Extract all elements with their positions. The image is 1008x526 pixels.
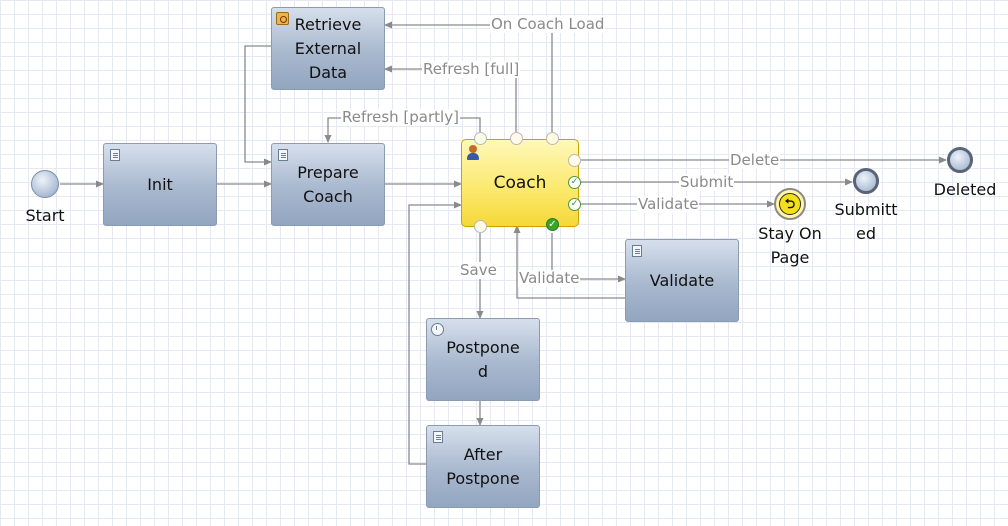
flow-label-submit: Submit — [679, 173, 735, 191]
coach-label: Coach — [493, 173, 547, 193]
flow-validate-return[interactable] — [513, 225, 625, 299]
check-icon[interactable]: ✓ — [568, 198, 581, 211]
service-icon — [276, 12, 289, 25]
submitted-end-event[interactable] — [853, 168, 879, 194]
document-icon — [278, 149, 288, 161]
check-icon[interactable]: ✓ — [568, 176, 581, 189]
flow-after-coach[interactable] — [408, 201, 462, 465]
user-icon — [466, 145, 480, 161]
coach-port-save[interactable] — [474, 220, 487, 233]
check-icon[interactable]: ✓ — [546, 218, 559, 231]
document-icon — [110, 149, 120, 161]
flow-label-refresh-full: Refresh [full] — [422, 60, 521, 78]
flow-label-refresh-partly: Refresh [partly] — [341, 108, 460, 126]
flow-label-validate-task: Validate — [518, 269, 581, 287]
deleted-end-event[interactable] — [947, 147, 973, 173]
document-icon — [433, 431, 443, 443]
timer-icon — [431, 323, 445, 337]
coach-port-delete[interactable] — [568, 154, 581, 167]
flow-label-on-coach-load: On Coach Load — [490, 15, 606, 33]
coach-port-on-load[interactable] — [546, 132, 559, 145]
coach-node[interactable]: Coach — [461, 139, 579, 227]
start-label: Start — [25, 206, 65, 225]
task-init[interactable]: Init — [103, 143, 217, 226]
coach-port-refresh-partly[interactable] — [474, 132, 487, 145]
document-icon — [632, 245, 642, 257]
flow-label-save: Save — [459, 261, 498, 279]
task-init-label: Init — [147, 174, 173, 194]
deleted-label: Deleted — [933, 180, 997, 199]
start-event[interactable] — [31, 170, 59, 198]
flow-label-delete: Delete — [729, 151, 781, 169]
task-validate-label: Validate — [649, 270, 715, 290]
return-arrow-icon: ⮌ — [779, 193, 801, 215]
task-validate[interactable]: Validate — [625, 239, 739, 322]
flow-label-validate-stay: Validate — [637, 195, 700, 213]
coach-port-refresh-full[interactable] — [510, 132, 523, 145]
stay-on-page-event[interactable]: ⮌ — [774, 188, 806, 220]
flow-retrieve-prepare[interactable] — [244, 45, 272, 166]
